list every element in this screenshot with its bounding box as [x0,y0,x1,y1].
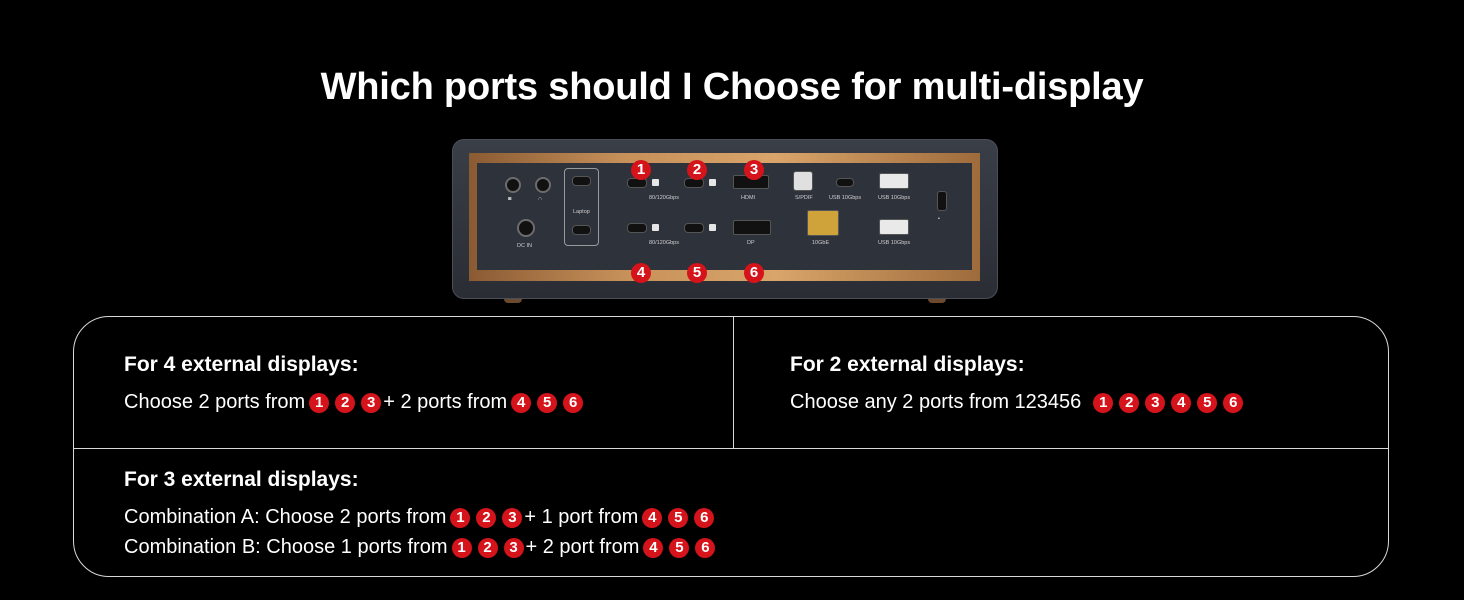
badge-4: 4 [643,537,664,558]
badge-4: 4 [642,507,663,528]
usb-a-bottom-port [879,219,909,235]
combo-a-text-a: Combination A: Choose 2 ports from [124,506,447,528]
port-number-5: 5 [687,263,707,283]
ethernet-port [807,210,839,236]
spdif-label: S/PDIF [795,195,813,201]
tb-top-label: 80/120Gbps [649,195,679,201]
spdif-port [793,171,813,191]
badge-5: 5 [669,537,690,558]
three-displays-combo-a: Combination A: Choose 2 ports from 1 2 3… [124,506,720,529]
badge-6: 6 [563,392,584,413]
vertical-divider [733,317,734,448]
combo-b-text-b: + 2 port from [525,536,640,558]
badge-5: 5 [668,507,689,528]
port-number-2: 2 [687,160,707,180]
three-displays-heading: For 3 external displays: [124,468,359,491]
dock-port-panel: ◙ ∩ DC IN Laptop 80/120Gbps HDMI [477,163,972,270]
badge-2: 2 [476,507,497,528]
badge-5: 5 [1197,392,1218,413]
laptop-label: Laptop [573,209,590,215]
combo-b-text-a: Combination B: Choose 1 ports from [124,536,448,558]
badge-2: 2 [335,392,356,413]
laptop-port-bottom [572,225,591,235]
page-title: Which ports should I Choose for multi-di… [320,66,1144,108]
horizontal-divider [74,448,1388,449]
dc-in-label: DC IN [517,243,532,249]
four-displays-text: Choose 2 ports from 1 2 3 + 2 ports from… [124,391,589,414]
port-number-3: 3 [744,160,764,180]
badge-1: 1 [451,537,472,558]
two-displays-text-main: Choose any 2 ports from 123456 [790,391,1082,413]
usb-a-top-label: USB 10Gbps [878,195,911,201]
badge-2: 2 [1119,392,1140,413]
dock-trim: ◙ ∩ DC IN Laptop 80/120Gbps HDMI [469,153,980,281]
port-number-4: 4 [631,263,651,283]
badge-2: 2 [477,537,498,558]
dock-body: ◙ ∩ DC IN Laptop 80/120Gbps HDMI [452,139,998,299]
port-number-6: 6 [744,263,764,283]
led-2 [709,179,716,186]
usb-a-bottom-label: USB 10Gbps [878,240,911,246]
badge-1: 1 [309,392,330,413]
hdmi-label: HDMI [741,195,756,201]
usb-c-label: USB 10Gbps [829,195,862,201]
usb-a-top-port [879,173,909,189]
tb-port-4 [627,223,647,233]
dc-in-jack [517,219,535,237]
combo-a-text-b: + 1 port from [524,506,639,528]
badge-1: 1 [1093,392,1114,413]
headphone-icon: ∩ [538,196,542,202]
badge-6: 6 [694,507,715,528]
badge-4: 4 [511,392,532,413]
laptop-port-group [564,168,599,246]
four-displays-text-a: Choose 2 ports from [124,391,306,413]
dp-port [733,220,771,235]
dock-image: ◙ ∩ DC IN Laptop 80/120Gbps HDMI [452,139,998,305]
badge-3: 3 [361,392,382,413]
two-displays-heading: For 2 external displays: [790,353,1025,376]
led-4 [652,224,659,231]
lock-icon: ▪ [938,216,940,222]
port-number-1: 1 [631,160,651,180]
display-options-panel: For 4 external displays: Choose 2 ports … [73,316,1389,577]
four-displays-heading: For 4 external displays: [124,353,359,376]
badge-5: 5 [537,392,558,413]
tb-port-5 [684,223,704,233]
two-displays-text: Choose any 2 ports from 123456 1 2 3 4 5… [790,391,1249,414]
usb-c-port [836,178,854,187]
dp-label: DP [747,240,755,246]
led-5 [709,224,716,231]
badge-3: 3 [1145,392,1166,413]
ethernet-label: 10GbE [812,240,830,246]
four-displays-text-b: + 2 ports from [383,391,508,413]
badge-3: 3 [503,537,524,558]
led-1 [652,179,659,186]
three-displays-combo-b: Combination B: Choose 1 ports from 1 2 3… [124,536,721,559]
laptop-port-top [572,176,591,186]
badge-1: 1 [450,507,471,528]
badge-3: 3 [502,507,523,528]
tb-bottom-label: 80/120Gbps [649,240,679,246]
headphone-jack [535,177,551,193]
lock-slot [937,191,947,211]
badge-6: 6 [695,537,716,558]
badge-4: 4 [1171,392,1192,413]
badge-6: 6 [1223,392,1244,413]
mic-icon: ◙ [508,196,512,202]
mic-jack [505,177,521,193]
